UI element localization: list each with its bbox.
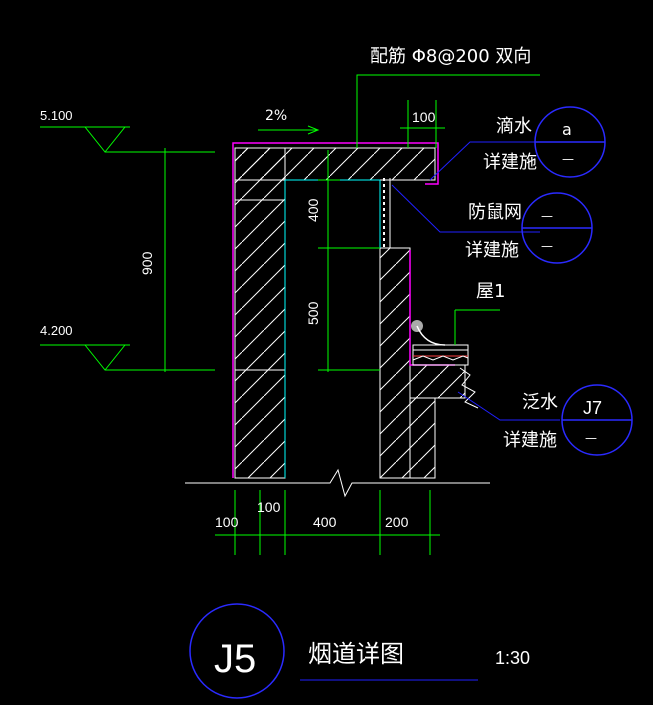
rat-mesh-ref-top: — (541, 209, 553, 223)
rat-mesh (383, 178, 391, 248)
drip-note: 详建施 (483, 152, 537, 173)
rat-mesh-note: 详建施 (465, 240, 519, 261)
concrete-section (234, 147, 466, 479)
slope-label: 2% (265, 108, 287, 124)
detail-number: J5 (214, 637, 256, 681)
elev-top: 5.100 (40, 108, 73, 123)
roof-label: 屋1 (476, 281, 505, 302)
detail-scale: 1:30 (495, 648, 530, 668)
detail-title: 烟道详图 (308, 640, 404, 668)
rat-mesh-ref-bottom: — (541, 239, 553, 253)
dim-400: 400 (305, 198, 321, 222)
dim-base-3: 400 (313, 514, 337, 530)
drip-text: 滴水 (496, 116, 532, 137)
dim-top-100: 100 (412, 109, 436, 125)
ground-line (185, 367, 490, 498)
flashing-text: 泛水 (522, 392, 558, 413)
drawing-texts: 配筋 Φ8@200 双向 2% 5.100 4.200 900 400 500 … (40, 46, 602, 681)
elev-bottom: 4.200 (40, 323, 73, 338)
leaders (300, 141, 560, 681)
rebar-callout: 配筋 Φ8@200 双向 (370, 46, 531, 67)
drip-ref-bottom: — (562, 152, 574, 166)
flue-inner-lines (284, 179, 381, 478)
dim-base-2: 100 (257, 499, 281, 515)
reference-circles (189, 106, 633, 699)
dim-900: 900 (139, 251, 155, 275)
roof-layers (411, 309, 500, 366)
rat-mesh-text: 防鼠网 (468, 202, 522, 223)
flashing-ref-top: J7 (583, 398, 602, 418)
flashing-note: 详建施 (503, 430, 557, 451)
dim-500: 500 (305, 301, 321, 325)
flashing-ref-bottom: — (585, 431, 597, 445)
detail-number-circle (189, 603, 285, 699)
dim-base-1: 100 (215, 514, 239, 530)
dim-base-4: 200 (385, 514, 409, 530)
drip-ref-top: a (562, 120, 572, 139)
dimensions (40, 74, 540, 555)
